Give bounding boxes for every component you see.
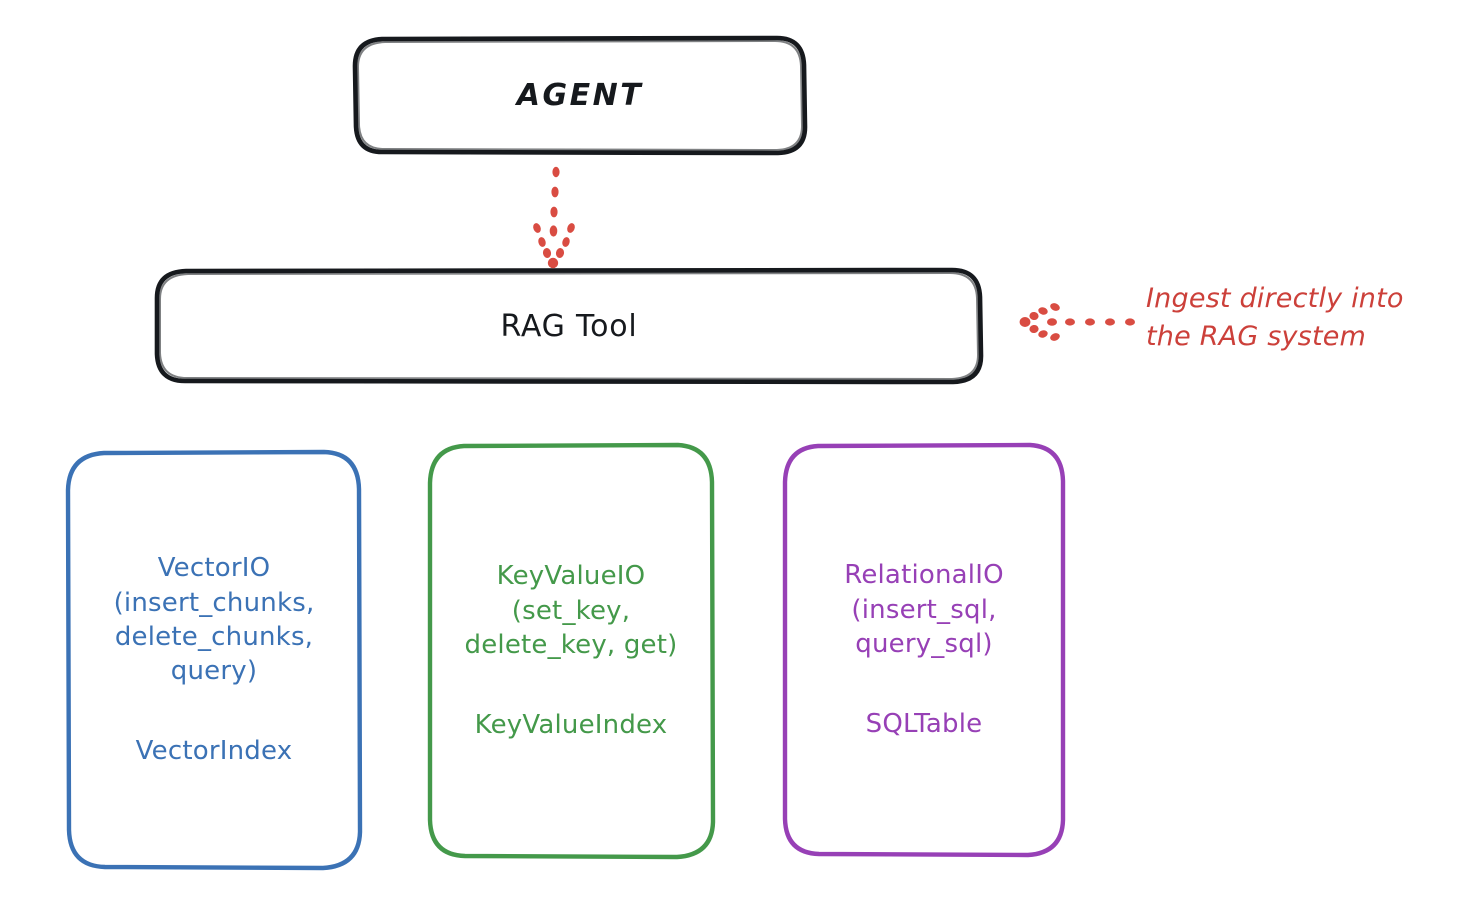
key-value-io-api-signature: KeyValueIO (set_key, delete_key, get) xyxy=(464,561,678,660)
vector-io-box-label: VectorIO (insert_chunks, delete_chunks, … xyxy=(68,452,360,868)
agent-box-label: AGENT xyxy=(516,77,644,113)
key-value-io-index-name: KeyValueIndex xyxy=(474,710,668,741)
relational-io-api-signature: RelationalIO (insert_sql, query_sql) xyxy=(844,560,1004,659)
agent-to-rag-connector-icon xyxy=(533,166,575,269)
key-value-io-box-label: KeyValueIO (set_key, delete_key, get) Ke… xyxy=(430,445,712,857)
rag-tool-box-label: RAG Tool xyxy=(500,308,638,344)
vector-io-api-signature: VectorIO (insert_chunks, delete_chunks, … xyxy=(113,553,315,687)
ingest-connector-icon xyxy=(1019,303,1135,341)
vector-io-index-name: VectorIndex xyxy=(135,736,293,767)
relational-io-index-name: SQLTable xyxy=(865,709,983,740)
relational-io-box-label: RelationalIO (insert_sql, query_sql) SQL… xyxy=(785,445,1063,855)
ingest-annotation-text: Ingest directly into the RAG system xyxy=(1146,283,1404,352)
